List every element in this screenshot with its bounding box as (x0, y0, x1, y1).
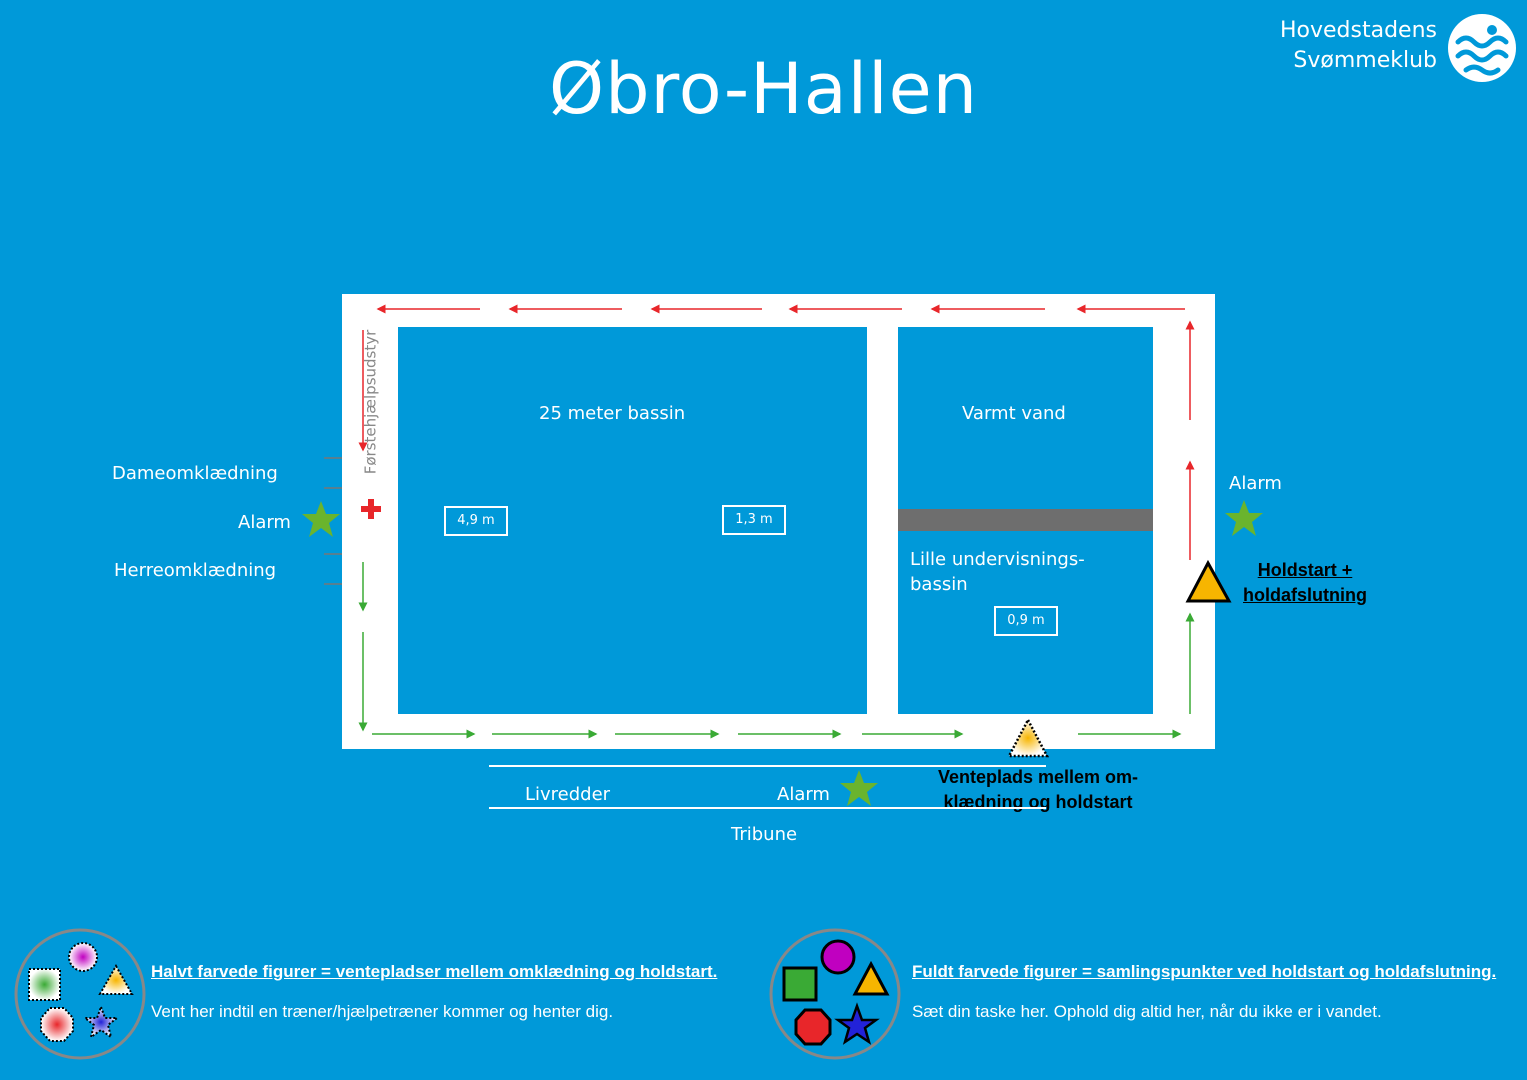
full-circle-icon (820, 939, 856, 975)
lifeguard-label: Livredder (525, 784, 611, 805)
small-pool-label: Lille undervisnings- bassin (910, 547, 1085, 597)
full-square-icon (782, 966, 818, 1002)
waiting-triangle-icon (1006, 717, 1050, 758)
depth-label-left: 4,9 m (444, 506, 508, 536)
club-logo-text: Hovedstadens Svømmeklub (1280, 16, 1437, 76)
logo-line-1: Hovedstadens (1280, 18, 1437, 43)
stand-label: Tribune (731, 824, 798, 845)
team-start-line1: Holdstart + (1257, 560, 1353, 580)
half-octagon-icon (40, 1007, 74, 1042)
half-triangle-icon (98, 963, 134, 995)
womens-changing-label: Dameomklædning (112, 463, 278, 484)
small-pool-label-line2: bassin (910, 574, 968, 595)
alarm-star-left-icon (302, 501, 340, 537)
alarm-star-bottom-icon (840, 770, 878, 806)
first-aid-cross-icon (361, 499, 381, 519)
alarm-left-label: Alarm (238, 512, 291, 533)
small-pool-label-line1: Lille undervisnings- (910, 549, 1085, 570)
legend-half-figures (14, 928, 146, 1060)
alarm-right-label: Alarm (1229, 473, 1282, 494)
full-octagon-icon (794, 1008, 832, 1046)
half-star-icon (82, 1004, 120, 1040)
legend-half-title: Halvt farvede figurer = ventepladser mel… (151, 962, 718, 981)
legend-half-text: Vent her indtil en træner/hjælpetræner k… (151, 1002, 614, 1021)
warm-pool-label: Varmt vand (962, 403, 1066, 424)
main-pool (398, 327, 867, 714)
mens-changing-label: Herreomklædning (114, 560, 277, 581)
legend-full-text: Sæt din taske her. Ophold dig altid her,… (912, 1002, 1382, 1021)
team-start-triangle-icon (1185, 559, 1232, 603)
legend-full-title: Fuldt farvede figurer = samlingspunkter … (912, 962, 1497, 981)
half-circle-icon (68, 942, 98, 972)
main-pool-label: 25 meter bassin (539, 403, 686, 424)
depth-label-small: 0,9 m (994, 606, 1058, 636)
full-star-icon (834, 1002, 880, 1045)
page-title: Øbro-Hallen (548, 48, 979, 130)
alarm-star-right-icon (1225, 500, 1263, 536)
legend-full-figures (769, 928, 901, 1060)
full-triangle-icon (852, 960, 890, 996)
logo-line-2: Svømmeklub (1293, 48, 1437, 73)
team-start-line2: holdafslutning (1243, 585, 1367, 605)
swimmer-logo-icon (1448, 14, 1516, 82)
pool-divider (898, 509, 1153, 531)
depth-label-right: 1,3 m (722, 505, 786, 535)
half-square-icon (28, 968, 61, 1001)
team-start-label: Holdstart + holdafslutning (1230, 558, 1380, 608)
alarm-bottom-label: Alarm (777, 784, 830, 805)
waiting-line1: Venteplads mellem om- (937, 767, 1139, 787)
